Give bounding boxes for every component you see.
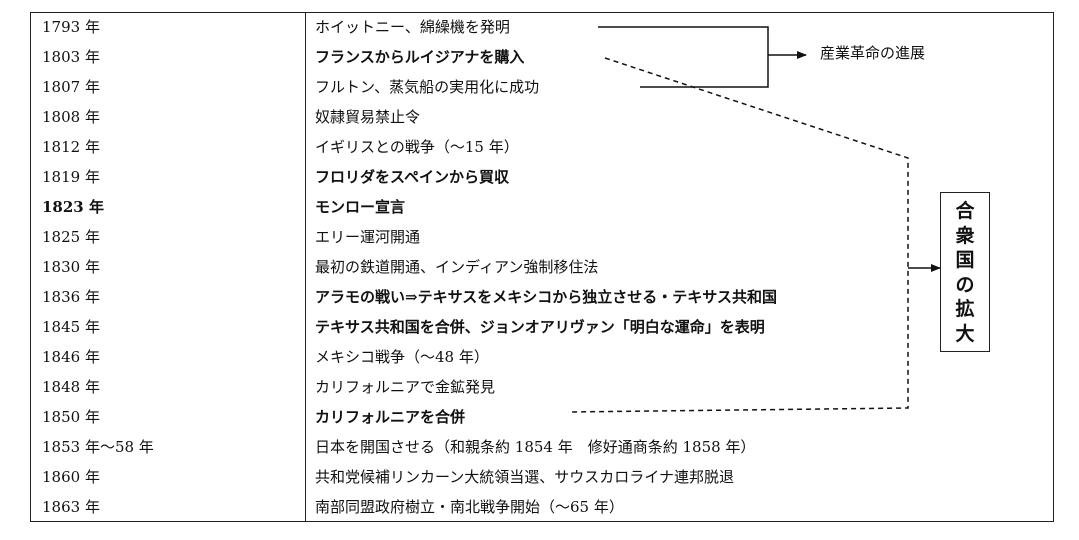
row-year: 1807 年 — [42, 78, 100, 96]
table-row: 1836 年 アラモの戦い⇒テキサスをメキシコから独立させる・テキサス共和国 — [30, 282, 1054, 312]
table-row: 1808 年 奴隷貿易禁止令 — [30, 102, 1054, 132]
row-year: 1853 年～58 年 — [42, 438, 154, 456]
territorial-expansion-char: 拡 — [955, 298, 975, 320]
row-year: 1812 年 — [42, 138, 100, 156]
row-event: 南部同盟政府樹立・南北戦争開始（～65 年） — [315, 498, 624, 516]
row-event: ホイットニー、綿繰機を発明 — [315, 18, 510, 36]
table-row: 1823 年 モンロー宣言 — [30, 192, 1054, 222]
row-year: 1823 年 — [42, 198, 104, 216]
row-event: カリフォルニアで金鉱発見 — [315, 378, 496, 396]
row-year: 1860 年 — [42, 468, 100, 486]
table-row: 1850 年 カリフォルニアを合併 — [30, 402, 1054, 432]
row-year: 1825 年 — [42, 228, 100, 246]
table-row: 1830 年 最初の鉄道開通、インディアン強制移住法 — [30, 252, 1054, 282]
table-row: 1853 年～58 年 日本を開国させる（和親条約 1854 年 修好通商条約 1… — [30, 432, 1054, 462]
table-row: 1860 年 共和党候補リンカーン大統領当選、サウスカロライナ連邦脱退 — [30, 462, 1054, 492]
table-row: 1846 年 メキシコ戦争（～48 年） — [30, 342, 1054, 372]
row-event: エリー運河開通 — [315, 228, 421, 246]
territorial-expansion-char: 国 — [955, 249, 975, 271]
timeline-table — [30, 12, 1054, 522]
row-year: 1846 年 — [42, 348, 100, 366]
row-year: 1863 年 — [42, 498, 100, 516]
table-row: 1819 年 フロリダをスペインから買収 — [30, 162, 1054, 192]
row-event: カリフォルニアを合併 — [315, 408, 466, 426]
row-event: フロリダをスペインから買収 — [315, 168, 509, 186]
row-year: 1830 年 — [42, 258, 100, 276]
row-event: フルトン、蒸気船の実用化に成功 — [315, 78, 540, 96]
table-row: 1812 年 イギリスとの戦争（～15 年） — [30, 132, 1054, 162]
row-event: 最初の鉄道開通、インディアン強制移住法 — [315, 258, 599, 276]
table-row: 1807 年 フルトン、蒸気船の実用化に成功 — [30, 72, 1054, 102]
territorial-expansion-char: の — [955, 273, 975, 296]
table-row: 1848 年 カリフォルニアで金鉱発見 — [30, 372, 1054, 402]
column-divider — [305, 12, 306, 522]
territorial-expansion-char: 衆 — [955, 224, 975, 247]
territorial-expansion-connector — [567, 57, 909, 413]
table-row: 1863 年 南部同盟政府樹立・南北戦争開始（～65 年） — [30, 492, 1054, 522]
row-event: イギリスとの戦争（～15 年） — [315, 138, 519, 156]
row-event: メキシコ戦争（～48 年） — [315, 348, 489, 366]
territorial-expansion-char: 合 — [955, 200, 975, 222]
row-event: モンロー宣言 — [315, 198, 406, 216]
row-year: 1848 年 — [42, 378, 100, 396]
table-row: 1825 年 エリー運河開通 — [30, 222, 1054, 252]
row-event: アラモの戦い⇒テキサスをメキシコから独立させる・テキサス共和国 — [315, 288, 777, 306]
row-year: 1845 年 — [42, 318, 100, 336]
row-event: フランスからルイジアナを購入 — [315, 48, 525, 66]
industrial-revolution-bracket — [598, 26, 807, 88]
territorial-expansion-char: 大 — [955, 322, 975, 345]
industrial-revolution-label: 産業革命の進展 — [820, 44, 926, 62]
row-year: 1793 年 — [42, 18, 100, 36]
territorial-expansion-box: 合衆国の拡大 — [940, 192, 990, 352]
row-event: 奴隷貿易禁止令 — [315, 108, 421, 126]
row-year: 1850 年 — [42, 408, 100, 426]
row-event: 日本を開国させる（和親条約 1854 年 修好通商条約 1858 年） — [315, 438, 756, 456]
row-event: テキサス共和国を合併、ジョンオアリヴァン「明白な運命」を表明 — [315, 318, 765, 336]
row-event: 共和党候補リンカーン大統領当選、サウスカロライナ連邦脱退 — [315, 468, 734, 486]
row-year: 1819 年 — [42, 168, 100, 186]
table-row: 1803 年 フランスからルイジアナを購入 — [30, 42, 1054, 72]
row-year: 1836 年 — [42, 288, 100, 306]
table-row: 1793 年 ホイットニー、綿繰機を発明 — [30, 12, 1054, 42]
row-year: 1808 年 — [42, 108, 100, 126]
row-year: 1803 年 — [42, 48, 100, 66]
table-row: 1845 年 テキサス共和国を合併、ジョンオアリヴァン「明白な運命」を表明 — [30, 312, 1054, 342]
